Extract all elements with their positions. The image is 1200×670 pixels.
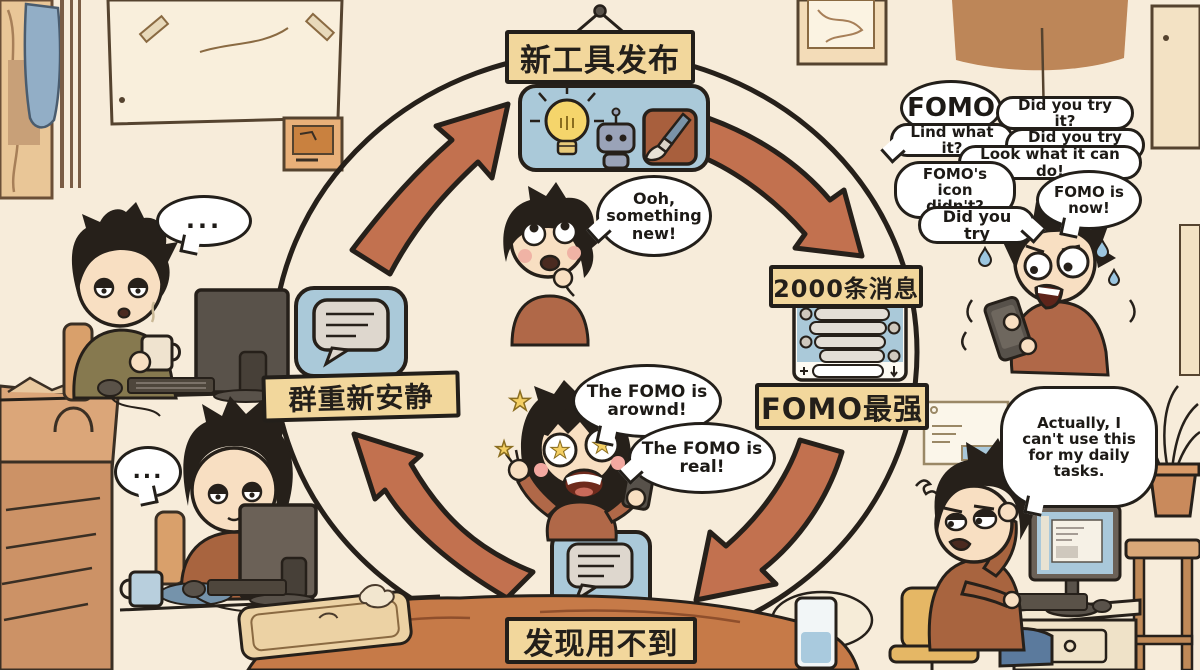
character-curious bbox=[503, 182, 606, 347]
decor-top-left-wall bbox=[0, 0, 344, 200]
speech-bubble-fomo-real: The FOMO is real! bbox=[628, 422, 776, 494]
sign-found-not-useful: 发现用不到 bbox=[505, 617, 697, 664]
speech-bubble-dots-bottom: ... bbox=[114, 446, 182, 498]
speech-bubble-ooh: Ooh, something new! bbox=[596, 175, 712, 257]
decor-water-glass bbox=[794, 596, 838, 670]
sparkle-star-icon: ★ bbox=[508, 387, 531, 417]
sign-new-tool-release: 新工具发布 bbox=[505, 30, 695, 84]
character-starstruck: ★ ★ ★ ★ bbox=[494, 380, 657, 542]
arrow-down-right bbox=[697, 115, 865, 259]
not-useful-chat-icon-panel bbox=[550, 530, 652, 614]
chat-screenshot-panel bbox=[792, 294, 908, 382]
star-eye-icon: ★ bbox=[549, 436, 571, 464]
speech-bubble-did-you-try-1: Did you try it? bbox=[996, 96, 1134, 130]
sparkle-star-icon: ★ bbox=[495, 437, 514, 461]
desk-computer-f bbox=[994, 504, 1142, 670]
speech-bubble-fomo-is-now: FOMO is now! bbox=[1036, 170, 1142, 230]
decor-top-right-wall bbox=[796, 0, 1200, 376]
character-tired-again bbox=[119, 396, 441, 623]
annoyance-squiggle bbox=[915, 479, 940, 497]
arrow-down-left bbox=[693, 437, 845, 603]
speech-bubble-did-you-try-3: Did you try bbox=[918, 206, 1036, 244]
paintbrush-icon bbox=[642, 108, 698, 166]
arrow-up-left bbox=[351, 431, 536, 601]
arrow-up-right bbox=[349, 101, 511, 277]
robot-icon bbox=[596, 107, 636, 170]
new-tool-icon-panel bbox=[518, 84, 710, 172]
speech-bubble-lind-what-it: Lind what it? bbox=[890, 123, 1014, 157]
sign-fomo-strongest: FOMO最强 bbox=[755, 383, 929, 430]
sign-group-quiet-again: 群重新安静 bbox=[261, 370, 461, 423]
speech-bubble-dots-top: ... bbox=[156, 195, 252, 247]
quiet-chat-icon-panel bbox=[294, 286, 408, 378]
cycle-arrows bbox=[349, 101, 865, 603]
decor-bottom-left-shelf bbox=[0, 376, 120, 670]
lightbulb-icon bbox=[530, 84, 604, 156]
speech-bubble-actually: Actually, I can't use this for my daily … bbox=[1000, 386, 1158, 508]
character-tired-coffee bbox=[0, 202, 306, 417]
sign-2000-messages: 2000条消息 bbox=[769, 265, 923, 308]
